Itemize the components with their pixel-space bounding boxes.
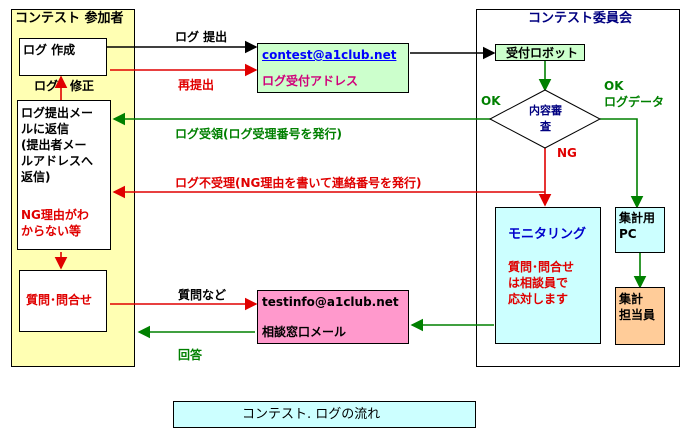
ng-label: NG <box>557 146 577 160</box>
participants-title: コンテスト 参加者 <box>15 11 124 26</box>
inquiry-label: 質問･問合せ <box>26 293 93 307</box>
log-fix-label: ログ 修正 <box>34 79 95 93</box>
monitor-line-2: は相談員で <box>508 276 569 290</box>
review-diamond <box>488 89 602 149</box>
resubmit-label: 再提出 <box>178 78 215 92</box>
rejected-label: ログ不受理(NG理由を書いて連絡番号を発行) <box>175 176 422 190</box>
committee-title: コンテスト委員会 <box>528 11 633 26</box>
tally-pc-line-2: PC <box>619 227 637 241</box>
tally-staff-line-1: 集計 <box>619 292 644 306</box>
arrow-ok-pc <box>600 118 644 209</box>
monitor-line-3: 応対します <box>508 292 569 306</box>
testinfo-address[interactable]: testinfo@a1club.net <box>262 295 399 309</box>
inquiry-box: 質問･問合せ <box>19 270 107 332</box>
consult-mail-box: testinfo@a1club.net 相談窓口メール <box>257 290 409 344</box>
accepted-label: ログ受領(ログ受理番号を発行) <box>175 127 342 141</box>
reply-box: ログ提出メー ルに返信 (提出者メー ルアドレスへ 返信) NG理由がわ からな… <box>17 100 111 250</box>
review-line-2: 査 <box>540 120 551 133</box>
monitoring-box: モニタリング 質問･問合せ は相談員で 応対します <box>495 207 601 344</box>
log-data-label: ログデータ <box>604 95 665 109</box>
ok-right-label: OK <box>604 79 624 93</box>
log-create-box: ログ 作成 <box>19 38 107 76</box>
reply-line-2: ルに返信 <box>21 122 70 136</box>
tally-staff-box: 集計 担当員 <box>615 287 665 345</box>
tally-pc-line-1: 集計用 <box>619 211 656 225</box>
contest-address-link[interactable]: contest@a1club.net <box>262 48 397 62</box>
log-address-box: contest@a1club.net ログ受付アドレス <box>257 43 409 93</box>
reply-line-5: 返信) <box>21 170 51 184</box>
monitor-line-1: 質問･問合せ <box>508 260 575 274</box>
log-address-label: ログ受付アドレス <box>262 74 359 88</box>
reply-line-1: ログ提出メー <box>21 106 94 120</box>
submit-label: ログ 提出 <box>175 30 228 44</box>
ok-left-label: OK <box>481 94 501 108</box>
review-line-1: 内容審 <box>529 104 562 117</box>
robot-box: 受付ロボット <box>495 44 585 61</box>
caption-box: コンテスト. ログの流れ <box>173 401 476 428</box>
robot-label: 受付ロボット <box>506 46 579 60</box>
reply-line-3: (提出者メー <box>21 138 87 152</box>
monitoring-label: モニタリング <box>508 227 587 242</box>
tally-pc-box: 集計用 PC <box>615 207 665 253</box>
tally-staff-line-2: 担当員 <box>619 308 656 322</box>
ng-reason-line-2: からない等 <box>21 224 82 238</box>
question-label: 質問など <box>178 288 227 302</box>
ng-reason-line-1: NG理由がわ <box>21 208 89 222</box>
caption-text: コンテスト. ログの流れ <box>242 407 381 422</box>
log-create-label: ログ 作成 <box>23 43 76 57</box>
answer-label: 回答 <box>178 348 203 362</box>
consult-mail-label: 相談窓口メール <box>262 325 347 339</box>
reply-line-4: ルアドレスへ <box>21 154 94 168</box>
